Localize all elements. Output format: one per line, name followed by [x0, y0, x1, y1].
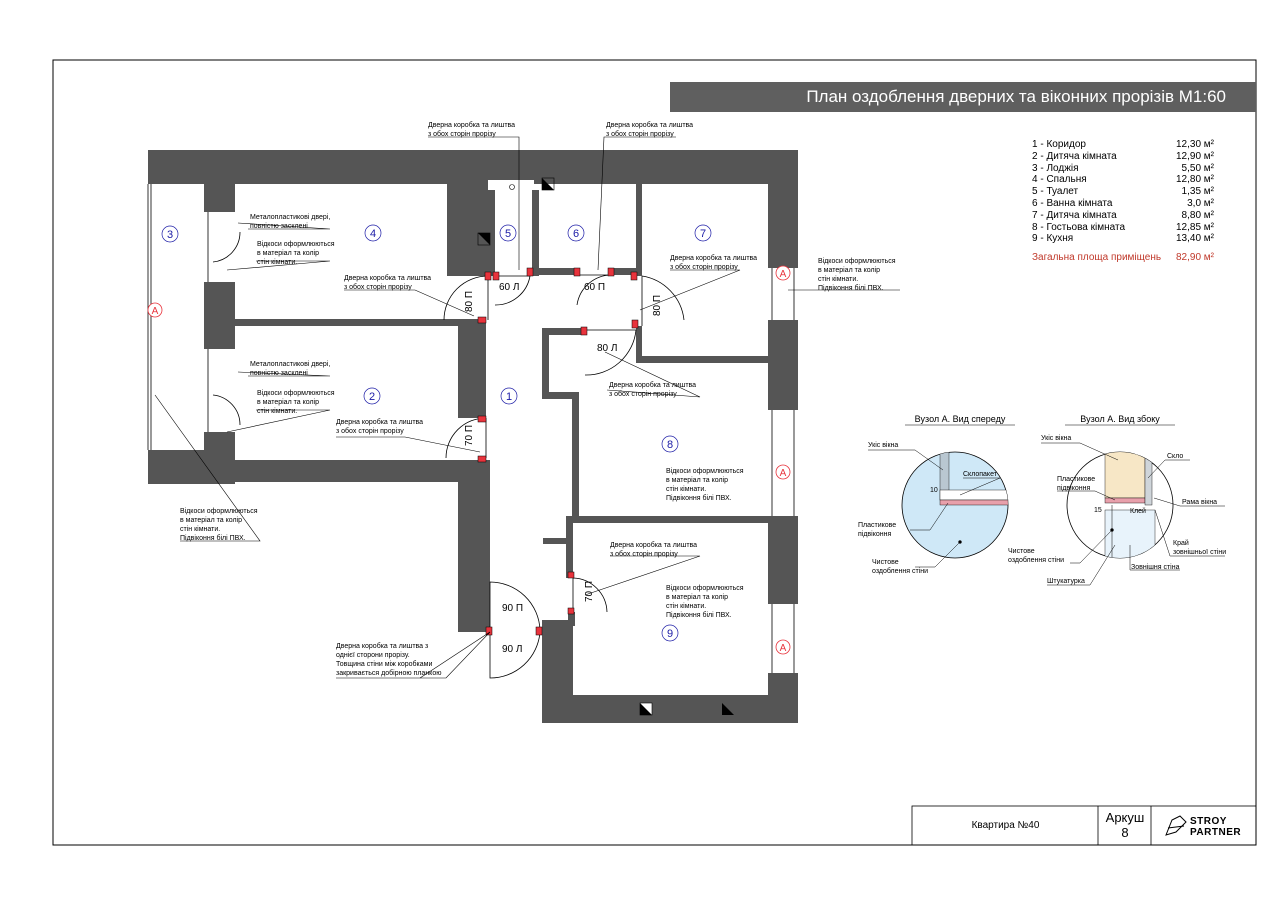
company-logo: STROY PARTNER: [1162, 813, 1252, 839]
room-3-number: 3: [167, 229, 173, 241]
room-1-number: 1: [506, 391, 512, 403]
title-block-frame: [911, 805, 1257, 846]
node-front-slope-label: Укіс вікна: [868, 441, 898, 449]
door-label-room7: 80 П: [652, 295, 663, 316]
node-side-title: Вузол А. Вид збоку: [1080, 414, 1160, 424]
node-side-glass-label: Скло: [1167, 453, 1183, 460]
door-frame-markers: [477, 267, 639, 636]
sheet-title: План оздоблення дверних та віконних прор…: [670, 82, 1256, 112]
logo-wordmark: STROY PARTNER: [1190, 816, 1242, 838]
door-label-entrance-outer: 90 Л: [502, 644, 522, 655]
room-9-number: 9: [667, 628, 673, 640]
window-markers: A A A A: [147, 265, 791, 655]
room-6-number: 6: [573, 228, 579, 240]
door-swings: [212, 231, 685, 679]
door-label-toilet: 60 Л: [499, 282, 519, 293]
node-side-dim: 15: [1094, 507, 1102, 514]
window-marker-room9: A: [780, 643, 787, 654]
door-label-entrance-inner: 90 П: [502, 603, 523, 614]
node-side-plaster-label: Штукатурка: [1047, 578, 1085, 585]
node-a-side-view: Вузол А. Вид збоку Укіс вікна Скло Пласт…: [1008, 414, 1226, 586]
door-label-room8: 80 Л: [597, 343, 617, 354]
room-4-number: 4: [370, 228, 376, 240]
sheet-label: Аркуш: [1105, 810, 1145, 825]
door-label-kitchen: 70 П: [584, 581, 595, 602]
sheet-number: 8: [1121, 825, 1129, 840]
leader-lines: [154, 136, 900, 679]
stroy-partner-logo-icon: [1165, 815, 1187, 836]
sheet-border: [52, 59, 1257, 846]
node-a-front-view: Вузол А. Вид спереду Укіс вікна Склопаке…: [858, 414, 1015, 575]
node-side-outer-wall-label: Зовнішня стіна: [1131, 563, 1180, 571]
node-front-dim: 10: [930, 487, 938, 494]
room-7-number: 7: [700, 228, 706, 240]
door-size-labels: 60 Л 60 П 80 П 80 П 80 Л 70 П 70 П 90 П …: [464, 282, 663, 655]
title-block-project: Квартира №40: [971, 820, 1040, 831]
window-marker-room7: A: [780, 269, 787, 280]
room-8-number: 8: [667, 439, 673, 451]
node-side-frame-label: Рама вікна: [1182, 498, 1217, 506]
node-front-title: Вузол А. Вид спереду: [915, 414, 1006, 424]
node-side-slope-label: Укіс вікна: [1041, 434, 1071, 442]
title-block-sheet: Аркуш 8: [1100, 807, 1150, 844]
window-marker-room8: A: [780, 468, 787, 479]
note-metal-door-lower: Металопластикові двері,повністю засклені: [250, 360, 330, 377]
walls: [148, 150, 798, 723]
door-label-room2: 70 П: [464, 425, 475, 446]
loggia-glazing: [147, 184, 795, 673]
door-label-bath: 60 П: [584, 282, 605, 293]
room-5-number: 5: [505, 228, 511, 240]
door-label-bedroom: 80 П: [464, 291, 475, 312]
vent-marks: [477, 177, 734, 716]
node-side-glue-label: Клей: [1130, 507, 1146, 515]
note-metal-door-upper: Металопластикові двері,повністю засклені: [250, 213, 330, 230]
window-marker-loggia: A: [152, 306, 159, 317]
room-2-number: 2: [369, 391, 375, 403]
room-number-markers: 1 2 3 4 5 6 7 8 9: [161, 224, 712, 642]
node-front-glass-label: Склопакет: [963, 471, 998, 478]
